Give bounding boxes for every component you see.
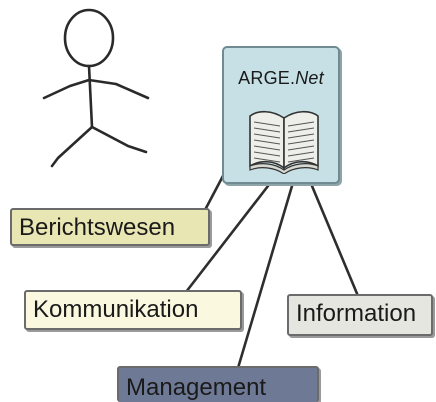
- kommunikation-box: Kommunikation: [24, 290, 242, 330]
- line-to-management: [236, 184, 294, 370]
- stick-figure-icon: [42, 8, 150, 168]
- kommunikation-label: Kommunikation: [33, 296, 199, 323]
- argenet-hub-box: ARGE.Net: [222, 46, 340, 184]
- hub-title: ARGE.Net: [238, 68, 324, 88]
- line-to-information: [310, 184, 360, 298]
- management-box: Management: [117, 366, 319, 402]
- information-box: Information: [287, 294, 433, 336]
- line-to-berichtswesen: [203, 172, 226, 212]
- berichtswesen-label: Berichtswesen: [19, 214, 176, 241]
- information-label: Information: [296, 300, 417, 327]
- open-book-icon: [249, 110, 319, 174]
- berichtswesen-box: Berichtswesen: [10, 208, 210, 246]
- management-label: Management: [126, 374, 267, 401]
- line-to-kommunikation: [184, 184, 270, 294]
